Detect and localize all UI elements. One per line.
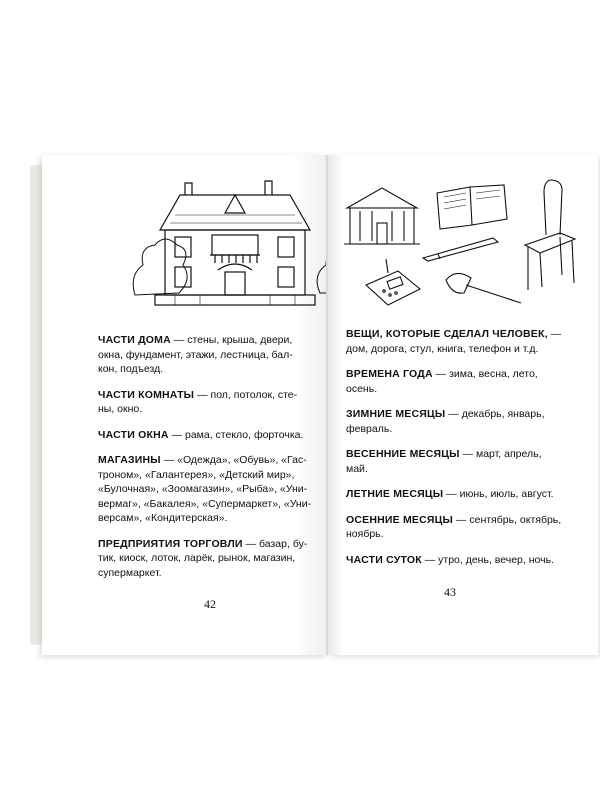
definition-line: кон, подъезд. [98, 363, 164, 375]
definition-line: осень. [346, 382, 378, 395]
definition-line: — декабрь, январь, [445, 408, 545, 420]
definition-line: ноябрь. [346, 528, 384, 540]
term: ЧАСТИ ДОМА [98, 334, 171, 346]
definition-line: версам», «Кондитерская». [98, 512, 228, 524]
entry-predpriyatiya-torgovli: ПРЕДПРИЯТИЯ ТОРГОВЛИ — базар, бу- тик, к… [98, 537, 328, 581]
left-page: ЧАСТИ ДОМА — стены, крыша, двери, окна, … [42, 155, 328, 655]
definition-line: — утро, день, вечер, ночь. [421, 553, 554, 566]
definition-line: — рама, стекло, форточка. [168, 428, 304, 441]
definition-line: май. [346, 462, 368, 475]
definition-line: троном», «Галантерея», «Детский мир», [98, 468, 295, 481]
chair-illustration-icon [520, 175, 580, 295]
definition-line: окна, фундамент, этажи, лестница, бал- [98, 348, 293, 361]
entry-letnie-mesyatsy: ЛЕТНИЕ МЕСЯЦЫ — июнь, июль, август. [346, 487, 591, 502]
definition-line: — стены, крыша, двери, [170, 334, 293, 346]
definition-line: — сентябрь, октябрь, [453, 513, 562, 526]
entry-vremena-goda: ВРЕМЕНА ГОДА — зима, весна, лето, осень. [346, 367, 591, 396]
page-number-left: 42 [204, 597, 216, 611]
book-illustration-icon [432, 183, 512, 233]
entry-veshchi: ВЕЩИ, КОТОРЫЕ СДЕЛАЛ ЧЕЛОВЕК, — дом, дор… [346, 327, 591, 356]
definition-line: — зима, весна, лето, [432, 368, 538, 380]
term: ВЕЩИ, КОТОРЫЕ СДЕЛАЛ ЧЕЛОВЕК, [346, 328, 548, 340]
definition-line: супермаркет. [98, 566, 162, 579]
entry-chasti-sutok: ЧАСТИ СУТОК — утро, день, вечер, ночь. [346, 553, 591, 568]
term: ОСЕННИЕ МЕСЯЦЫ [346, 513, 454, 526]
term: ЛЕТНИЕ МЕСЯЦЫ [346, 488, 444, 500]
entry-osennie-mesyatsy: ОСЕННИЕ МЕСЯЦЫ — сентябрь, октябрь, нояб… [346, 513, 591, 542]
entry-chasti-doma: ЧАСТИ ДОМА — стены, крыша, двери, окна, … [98, 333, 328, 377]
definition-line: вермаг», «Бакалея», «Супермаркет», «Уни- [98, 497, 312, 510]
right-text-block: ВЕЩИ, КОТОРЫЕ СДЕЛАЛ ЧЕЛОВЕК, — дом, дор… [346, 327, 591, 578]
entry-chasti-komnaty: ЧАСТИ КОМНАТЫ — пол, потолок, сте- ны, о… [98, 388, 328, 417]
shovel-illustration-icon [436, 265, 526, 310]
definition-line: — июнь, июль, август. [443, 488, 554, 500]
term: ЧАСТИ СУТОК [346, 553, 422, 566]
entry-vesennie-mesyatsy: ВЕСЕННИЕ МЕСЯЦЫ — март, апрель, май. [346, 447, 591, 476]
definition-line: — базар, бу- [242, 537, 308, 550]
definition-line: — «Одежда», «Обувь», «Гас- [160, 454, 307, 466]
definition-line: ны, окно. [98, 403, 143, 415]
house-illustration-icon [130, 175, 328, 310]
term: ВРЕМЕНА ГОДА [346, 368, 433, 380]
entry-magaziny: МАГАЗИНЫ — «Одежда», «Обувь», «Гас- трон… [98, 453, 328, 526]
term: ВЕСЕННИЕ МЕСЯЦЫ [346, 448, 460, 460]
phone-illustration-icon [358, 255, 428, 310]
right-page: ВЕЩИ, КОТОРЫЕ СДЕЛАЛ ЧЕЛОВЕК, — дом, дор… [328, 155, 598, 655]
building-illustration-icon [342, 183, 422, 248]
term: ПРЕДПРИЯТИЯ ТОРГОВЛИ [98, 537, 243, 550]
definition-line: — март, апрель, [459, 448, 542, 460]
entry-zimnie-mesyatsy: ЗИМНИЕ МЕСЯЦЫ — декабрь, январь, февраль… [346, 407, 591, 436]
definition-line: — [547, 328, 562, 340]
pen-illustration-icon [418, 233, 503, 263]
term: МАГАЗИНЫ [98, 454, 161, 466]
page-number-right: 43 [444, 585, 456, 599]
term: ЗИМНИЕ МЕСЯЦЫ [346, 408, 446, 420]
definition-line: февраль. [346, 422, 393, 435]
definition-line: дом, дорога, стул, книга, телефон и т.д. [346, 342, 539, 355]
definition-line: тик, киоск, лоток, ларёк, рынок, магазин… [98, 552, 296, 564]
left-text-block: ЧАСТИ ДОМА — стены, крыша, двери, окна, … [98, 333, 328, 591]
term: ЧАСТИ ОКНА [98, 428, 169, 441]
entry-chasti-okna: ЧАСТИ ОКНА — рама, стекло, форточка. [98, 428, 328, 443]
open-book: ЧАСТИ ДОМА — стены, крыша, двери, окна, … [30, 155, 598, 655]
term: ЧАСТИ КОМНАТЫ [98, 388, 195, 401]
definition-line: — пол, потолок, сте- [194, 388, 298, 401]
definition-line: «Булочная», «Зоомагазин», «Рыба», «Уни- [98, 483, 308, 495]
